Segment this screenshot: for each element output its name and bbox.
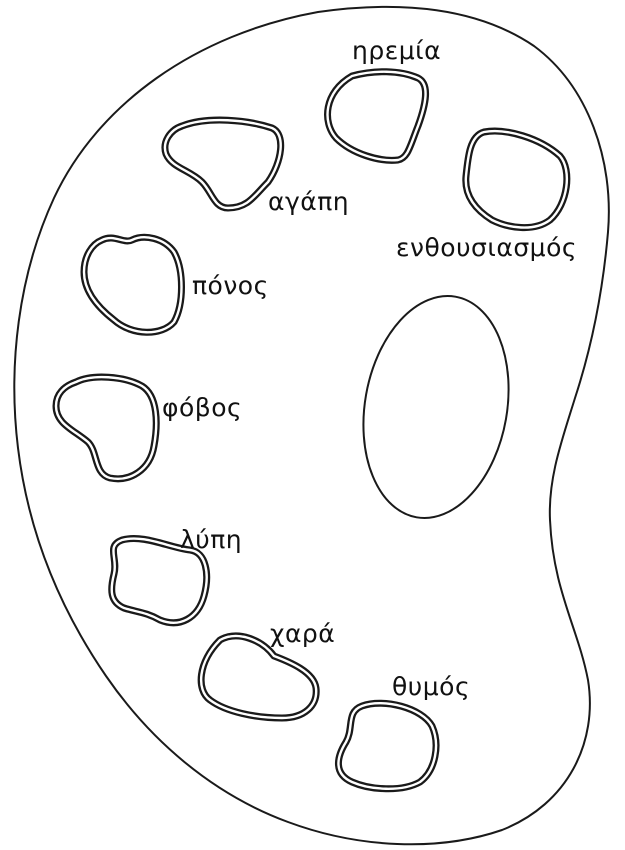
label-lypi: λύπη — [180, 525, 242, 554]
label-enthousiasmos: ενθουσιασμός — [396, 233, 577, 262]
label-chara: χαρά — [270, 619, 335, 648]
label-iremia: ηρεμία — [352, 36, 441, 65]
label-fovos: φόβος — [162, 393, 242, 422]
label-agapi: αγάπη — [268, 187, 349, 216]
label-ponos: πόνος — [192, 271, 269, 300]
label-thymos: θυμός — [392, 672, 470, 701]
